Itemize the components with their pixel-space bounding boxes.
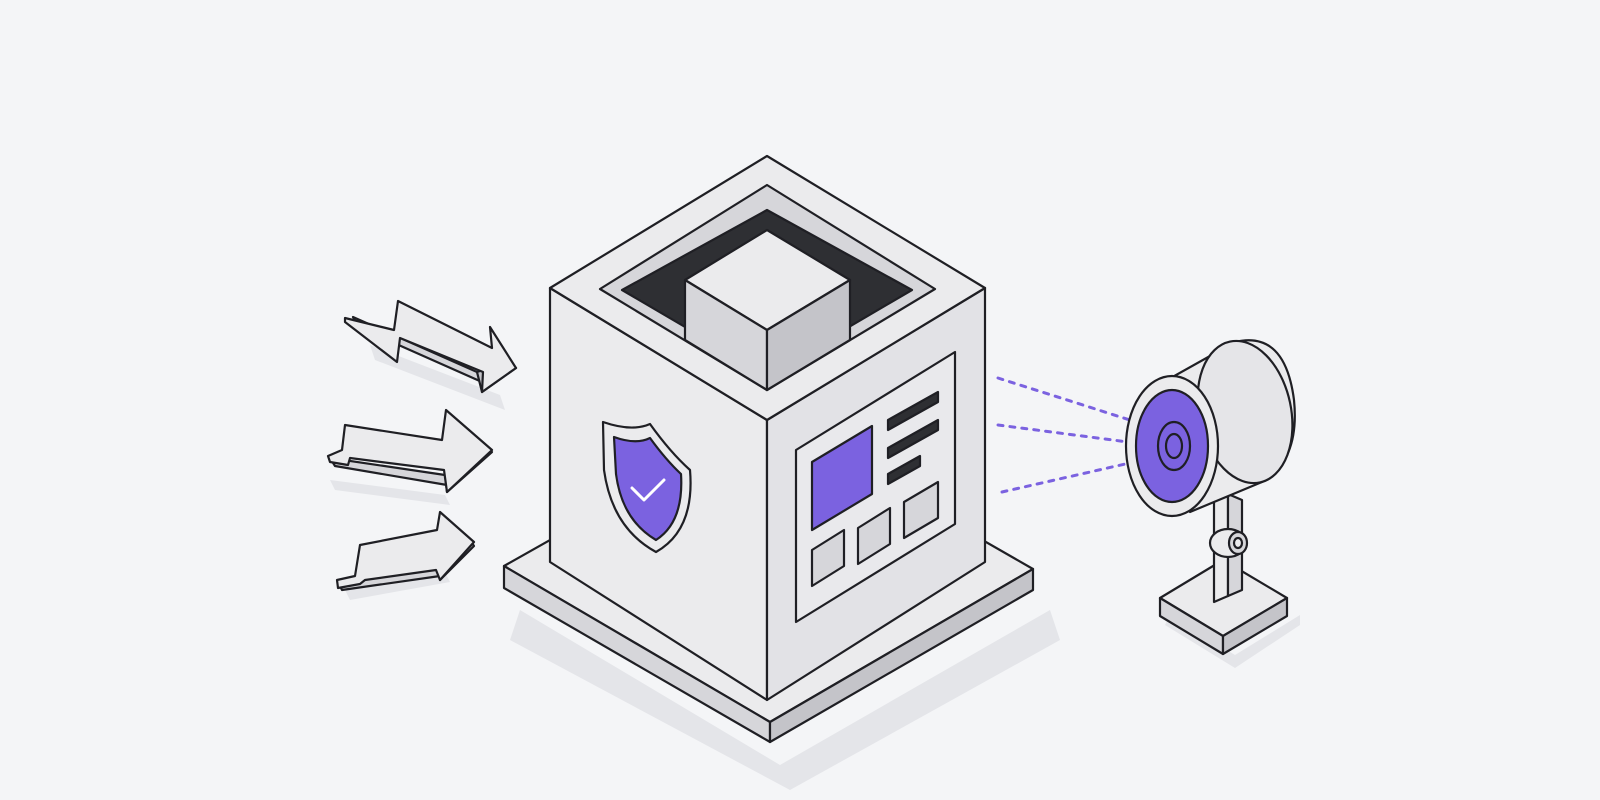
isometric-cube-icon (683, 228, 852, 392)
dashboard-panel-icon (794, 350, 957, 624)
scan-beams (996, 376, 1136, 494)
incoming-arrows (326, 299, 518, 592)
arrow-icon (343, 299, 518, 394)
arrow-icon (335, 510, 476, 592)
arrow-icon (326, 408, 494, 494)
shield-check-icon (601, 420, 692, 554)
security-camera-icon (1124, 339, 1296, 656)
